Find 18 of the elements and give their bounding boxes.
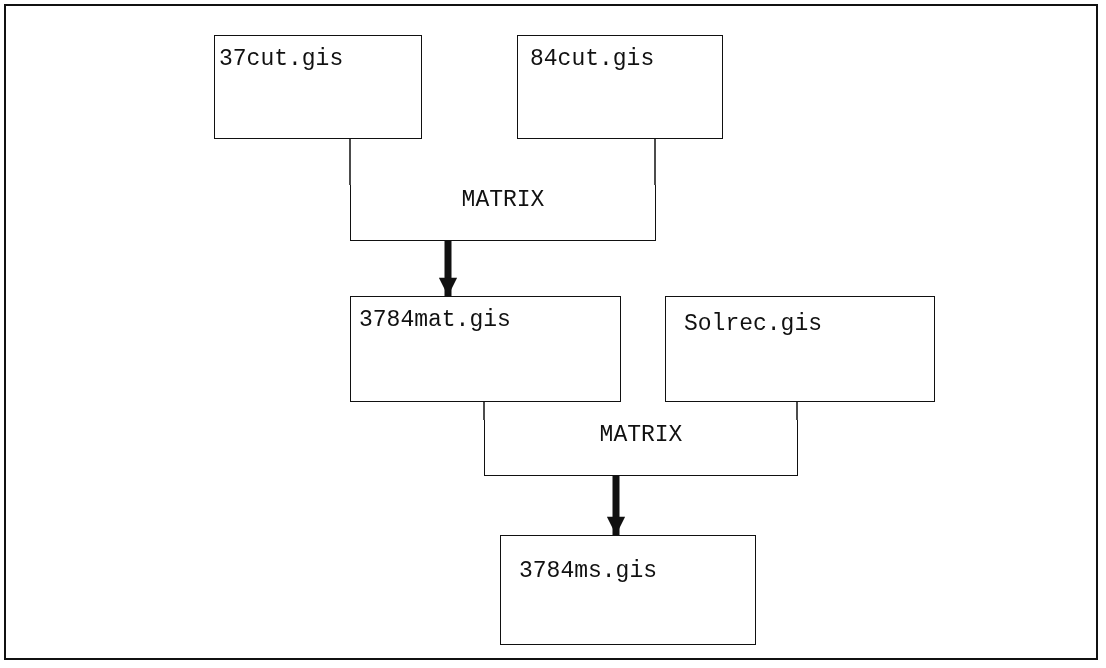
file-box [517,35,723,139]
connector-line [654,138,656,186]
operation-label: MATRIX [461,187,545,215]
file-name: 37cut.gis [219,46,344,72]
file-name: 3784mat.gis [359,307,511,333]
file-name: 3784ms.gis [519,558,658,584]
file-box [350,296,621,402]
connector-line [796,401,798,421]
file-box [214,35,422,139]
connector-line [349,138,351,186]
file-name: 84cut.gis [530,46,655,72]
file-box [500,535,756,645]
operation-label: MATRIX [599,422,683,450]
file-name: Solrec.gis [684,311,823,337]
file-box [665,296,935,402]
merge-bracket [350,185,656,241]
merge-bracket [484,420,798,476]
connector-line [483,401,485,421]
